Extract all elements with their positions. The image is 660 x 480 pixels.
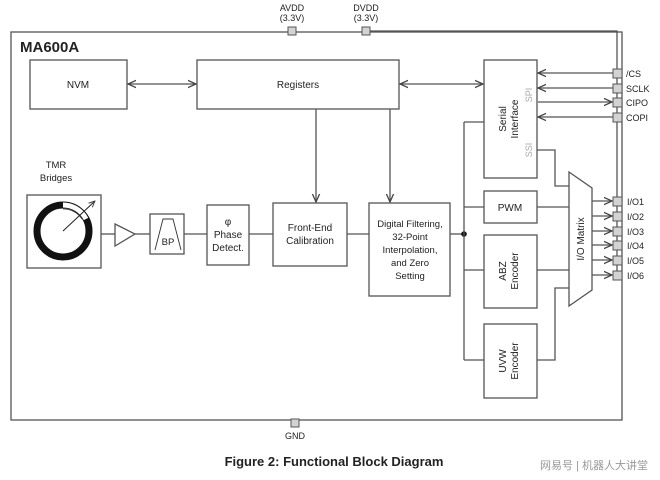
digital-filtering-block bbox=[368, 202, 451, 297]
tmr-field-arrow-icon bbox=[62, 201, 95, 232]
digital-label-1: Digital Filtering, bbox=[377, 219, 442, 230]
copi-pin bbox=[612, 112, 623, 123]
tmr-label-1: TMR bbox=[46, 160, 67, 171]
amplifier-icon bbox=[114, 222, 137, 248]
cipo-pin bbox=[612, 97, 623, 108]
io4-pin bbox=[612, 240, 623, 251]
io2-label: I/O2 bbox=[627, 212, 644, 222]
io1-label: I/O1 bbox=[627, 197, 644, 207]
cs-pin bbox=[612, 68, 623, 79]
avdd-voltage: (3.3V) bbox=[280, 13, 305, 23]
serial-interface-block bbox=[483, 59, 538, 179]
uvw-encoder-block bbox=[483, 323, 538, 399]
phase-label-1: Phase bbox=[214, 230, 243, 241]
abz-label-1: ABZ bbox=[498, 261, 509, 280]
abz-encoder-block bbox=[483, 234, 538, 309]
phase-symbol: φ bbox=[225, 217, 232, 228]
uvw-label-2: Encoder bbox=[510, 342, 521, 380]
serial-label-1: Serial bbox=[498, 106, 509, 132]
phase-label-2: Detect. bbox=[212, 243, 244, 254]
frontend-label-1: Front-End bbox=[288, 223, 332, 234]
io3-label: I/O3 bbox=[627, 227, 644, 237]
io6-label: I/O6 bbox=[627, 271, 644, 281]
avdd-pin bbox=[287, 26, 297, 36]
spi-label: SPI bbox=[524, 88, 534, 103]
dvdd-pin bbox=[361, 26, 371, 36]
uvw-matrix-line bbox=[537, 287, 569, 361]
spi-pins: /CS SCLK CIPO COPI bbox=[538, 68, 650, 123]
watermark: 网易号 | 机器人大讲堂 bbox=[540, 458, 648, 472]
registers-block bbox=[196, 59, 400, 110]
io1-pin bbox=[612, 196, 623, 207]
tmr-label-2: Bridges bbox=[40, 173, 72, 184]
digital-label-2: 32-Point bbox=[392, 232, 428, 243]
bandpass-icon bbox=[154, 218, 182, 251]
chip-name: MA600A bbox=[20, 39, 79, 56]
gnd-label: GND bbox=[285, 431, 306, 441]
io6-pin bbox=[612, 270, 623, 281]
bp-label: BP bbox=[162, 237, 175, 248]
io3-pin bbox=[612, 226, 623, 237]
io-matrix-block bbox=[568, 170, 593, 308]
frontend-calibration-block bbox=[272, 202, 348, 267]
sclk-pin bbox=[612, 83, 623, 94]
digital-label-5: Setting bbox=[395, 271, 425, 282]
io2-pin bbox=[612, 211, 623, 222]
cipo-label: CIPO bbox=[626, 98, 648, 108]
io5-pin bbox=[612, 255, 623, 266]
uvw-label-1: UVW bbox=[498, 349, 509, 373]
ssi-label: SSI bbox=[524, 143, 534, 158]
serial-label-2: Interface bbox=[510, 99, 521, 138]
copi-label: COPI bbox=[626, 113, 648, 123]
digital-label-4: and Zero bbox=[391, 258, 429, 269]
avdd-label: AVDD bbox=[280, 3, 305, 13]
digital-label-3: Interpolation, bbox=[383, 245, 438, 256]
pwm-block bbox=[483, 190, 538, 224]
tmr-ring-gap bbox=[62, 202, 89, 221]
frontend-label-2: Calibration bbox=[286, 236, 334, 247]
gnd-pin bbox=[290, 418, 300, 428]
abz-label-2: Encoder bbox=[510, 252, 521, 290]
nvm-block bbox=[29, 59, 128, 110]
sclk-label: SCLK bbox=[626, 84, 650, 94]
phase-detect-block bbox=[206, 204, 250, 266]
nvm-label: NVM bbox=[67, 80, 89, 91]
io-pins: I/O1 I/O2 I/O3 I/O4 I/O5 I/O6 bbox=[592, 196, 644, 281]
figure-caption: Figure 2: Functional Block Diagram bbox=[225, 454, 444, 469]
cs-label: /CS bbox=[626, 69, 641, 79]
dvdd-voltage: (3.3V) bbox=[354, 13, 379, 23]
registers-label: Registers bbox=[277, 80, 319, 91]
io4-label: I/O4 bbox=[627, 241, 644, 251]
ssi-matrix-line bbox=[537, 149, 569, 187]
dvdd-label: DVDD bbox=[353, 3, 379, 13]
tmr-ring-inner-arc bbox=[62, 208, 83, 220]
pwm-label: PWM bbox=[498, 203, 522, 214]
io5-label: I/O5 bbox=[627, 256, 644, 266]
io-matrix-label: I/O Matrix bbox=[576, 217, 587, 260]
